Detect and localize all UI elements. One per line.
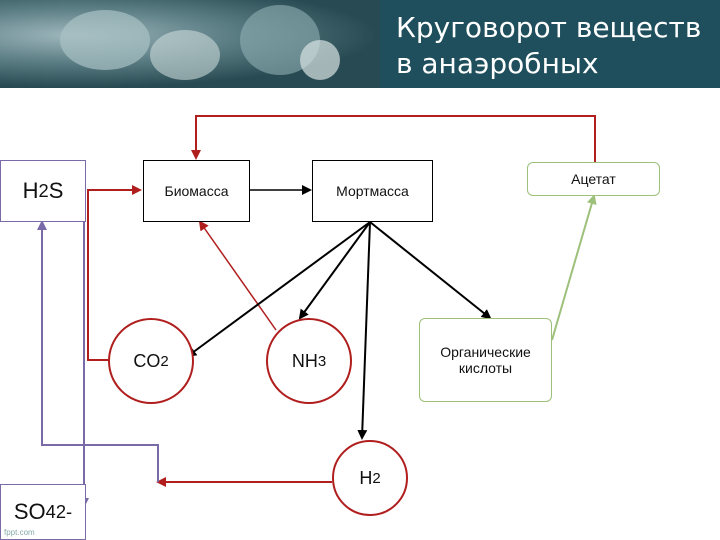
sulfate-reduction-loop [37,220,159,482]
mortmass-to-h2-arrow [357,221,371,440]
mortmass-to-co2-arrow [186,221,371,358]
acetate-node: Ацетат [527,162,660,196]
watermark: fppt.com [4,528,35,537]
mortmass-to-organic-acids-arrow [369,221,492,320]
co2-to-biomass-arrow [87,185,142,361]
acetate-to-biomass-arrow [191,115,596,162]
mortmass-to-nh3-arrow [298,221,371,320]
nh3-to-biomass-arrow [198,220,277,331]
mortmass-node: Мортмасса [312,160,433,222]
bacteria-photo [0,0,380,88]
header-banner: Круговорот веществ в анаэробных условиях [0,0,720,88]
organic-acids-node: Органические кислоты [419,318,552,402]
organic-acids-to-acetate-arrow [551,194,597,341]
biomass-node: Биомасса [143,160,250,222]
slide-title: Круговорот веществ в анаэробных условиях [396,11,702,88]
